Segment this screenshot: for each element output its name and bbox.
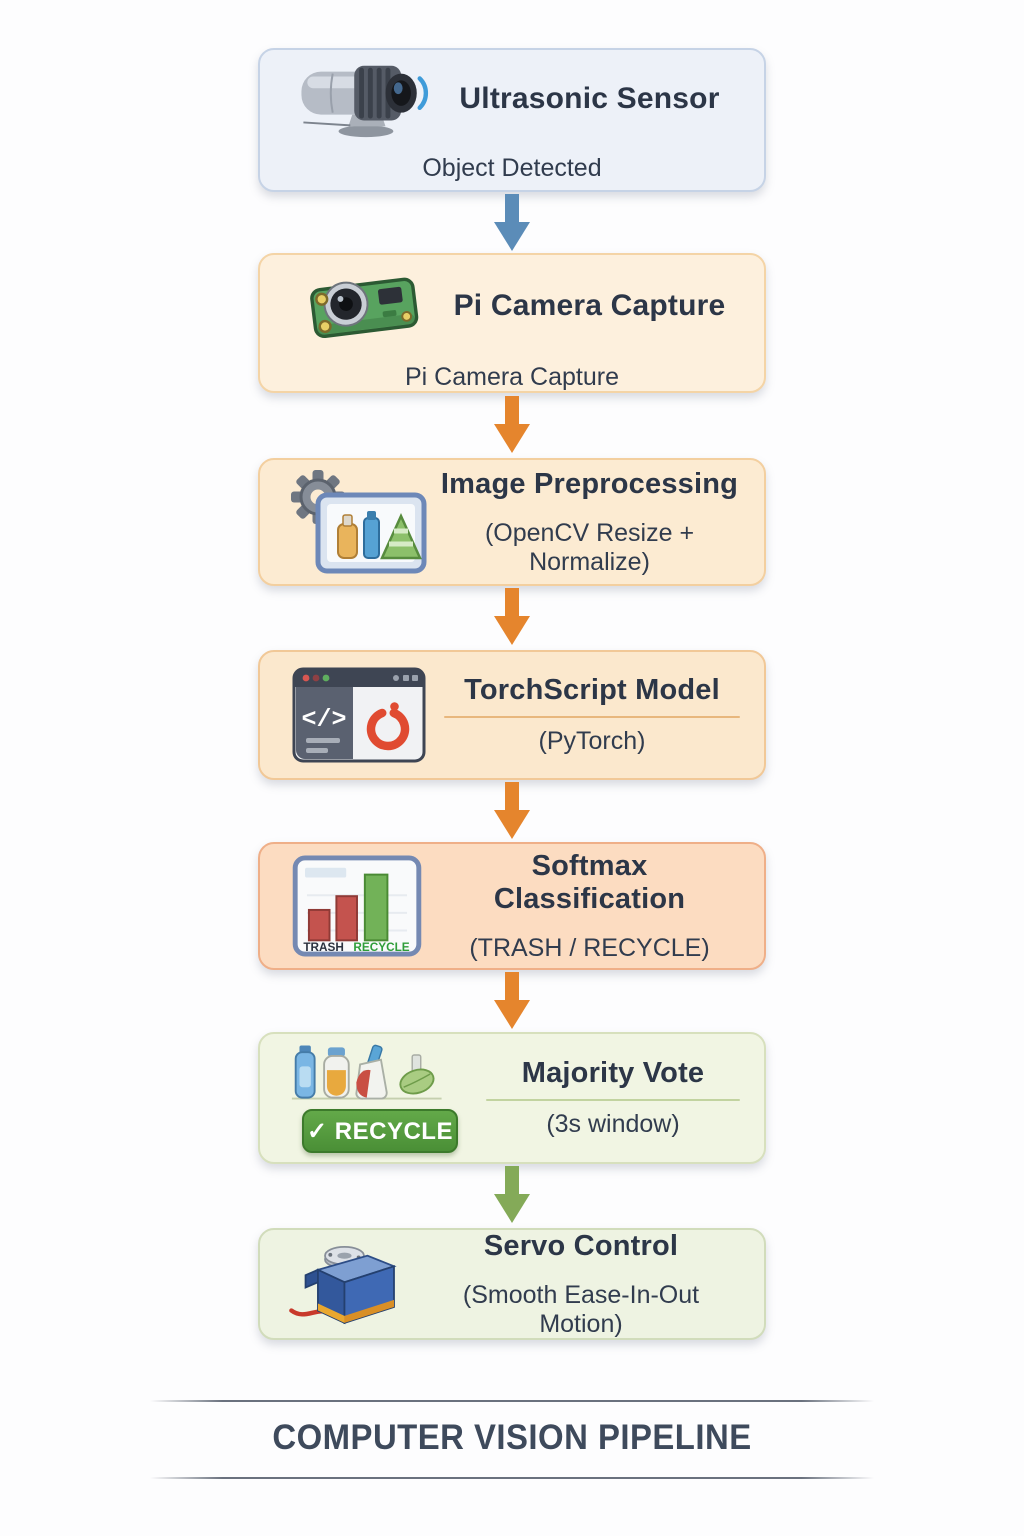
down-arrow-icon	[494, 1166, 530, 1223]
step-subtitle: Pi Camera Capture	[405, 363, 619, 391]
bar-chart-icon: TRASH RECYCLE	[274, 852, 439, 960]
footer-divider-bottom	[150, 1477, 874, 1479]
down-arrow-icon	[494, 588, 530, 645]
down-arrow-icon	[494, 972, 530, 1029]
step-title: Softmax Classification	[493, 849, 686, 915]
step-torchscript-model: </> TorchScript Model (PyTorch)	[258, 650, 766, 780]
step-subtitle: (OpenCV Resize + Normalize)	[484, 518, 695, 576]
step-ultrasonic-sensor: Ultrasonic Sensor Object Detected	[258, 48, 766, 192]
step-subtitle: (TRASH / RECYCLE)	[469, 933, 710, 962]
check-recycle-badge: ✓ RECYCLE	[302, 1109, 458, 1153]
pi-camera-icon	[286, 261, 441, 351]
divider	[486, 1099, 740, 1101]
step-title: Ultrasonic Sensor	[459, 82, 720, 115]
code-window-pytorch-icon: </>	[274, 660, 444, 770]
ultrasonic-sensor-icon	[286, 56, 441, 142]
step-image-preprocessing: Image Preprocessing (OpenCV Resize + Nor…	[258, 458, 766, 586]
step-title: Image Preprocessing	[440, 467, 739, 500]
step-title: Pi Camera Capture	[453, 289, 726, 322]
divider	[444, 716, 740, 718]
step-subtitle: (Smooth Ease-In-Out Motion)	[462, 1280, 700, 1338]
footer-divider-top	[150, 1400, 874, 1402]
down-arrow-icon	[494, 194, 530, 251]
step-title: Servo Control	[483, 1229, 679, 1262]
down-arrow-icon	[494, 782, 530, 839]
recycle-label: RECYCLE	[353, 941, 409, 954]
code-glyph: </>	[301, 705, 346, 734]
recyclables-items-icon: ✓ RECYCLE	[274, 1042, 486, 1154]
step-subtitle: (PyTorch)	[538, 727, 646, 755]
step-title: Majority Vote	[521, 1057, 705, 1089]
trash-label: TRASH	[303, 941, 344, 954]
step-majority-vote: ✓ RECYCLE Majority Vote (3s window)	[258, 1032, 766, 1164]
step-title: TorchScript Model	[464, 674, 720, 706]
servo-motor-icon	[274, 1238, 422, 1330]
step-softmax-classification: TRASH RECYCLE Softmax Classification (TR…	[258, 842, 766, 970]
down-arrow-icon	[494, 396, 530, 453]
step-subtitle: Object Detected	[422, 154, 602, 182]
step-pi-camera-capture: Pi Camera Capture Pi Camera Capture	[258, 253, 766, 393]
page-title: COMPUTER VISION PIPELINE	[272, 1418, 752, 1457]
gear-image-icon	[274, 468, 439, 576]
step-subtitle: (3s window)	[546, 1110, 680, 1138]
step-servo-control: Servo Control (Smooth Ease-In-Out Motion…	[258, 1228, 766, 1340]
